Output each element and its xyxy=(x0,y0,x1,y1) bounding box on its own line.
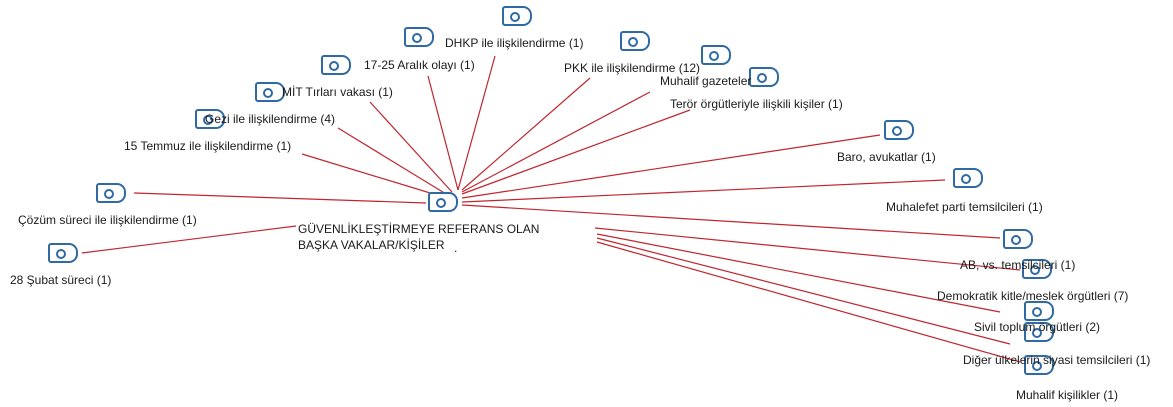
node-dhkp-label: DHKP ile ilişkilendirme (1) xyxy=(445,36,584,50)
link-cozum xyxy=(133,192,427,204)
link-gezi xyxy=(337,127,447,195)
node-ab-label: AB, vs. temsilcileri (1) xyxy=(960,258,1076,272)
link-baro xyxy=(461,134,881,199)
node-temmuz-icon[interactable] xyxy=(195,109,225,129)
node-pkk-label: PKK ile ilişkilendirme (12) xyxy=(564,61,701,75)
center-node-icon[interactable] xyxy=(428,192,458,212)
node-demokratik-label: Demokratik kitle/meslek örgütleri (7) xyxy=(937,289,1129,303)
link-teror xyxy=(461,109,691,195)
node-muhalif-gazete-icon[interactable] xyxy=(701,45,731,65)
node-diger-label: Diğer ülkelerin siyasi temsilcileri (1) xyxy=(963,353,1151,367)
node-muhalefet-icon[interactable] xyxy=(953,168,983,188)
link-demokratik xyxy=(594,227,1021,271)
node-onyedi-icon[interactable] xyxy=(404,27,434,47)
node-subat-label: 28 Şubat süreci (1) xyxy=(10,273,112,287)
link-muhalif-kisi xyxy=(596,241,1021,363)
node-ab-icon[interactable] xyxy=(1003,229,1033,249)
link-subat xyxy=(81,225,297,254)
node-muhalefet-label: Muhalefet parti temsilcileri (1) xyxy=(886,200,1043,214)
link-mit xyxy=(369,101,453,193)
node-cozum-icon[interactable] xyxy=(96,183,126,203)
node-sivil-label: Sivil toplum örgütleri (2) xyxy=(974,320,1101,334)
node-demokratik-icon[interactable] xyxy=(1022,259,1052,279)
link-dhkp xyxy=(457,55,496,191)
link-onyedi xyxy=(427,75,459,191)
link-muhalif-gazete xyxy=(461,91,651,193)
link-pkk xyxy=(461,77,591,191)
node-muhalif-gazete-label: Muhalif gazeteler xyxy=(660,74,752,88)
node-gezi-icon[interactable] xyxy=(255,82,285,102)
link-muhalefet xyxy=(461,179,946,203)
node-cozum-label: Çözüm süreci ile ilişkilendirme (1) xyxy=(18,213,197,227)
center-node-label: GÜVENLİKLEŞTİRMEYE REFERANS OLAN BAŞKA V… xyxy=(298,222,540,252)
node-pkk-icon[interactable] xyxy=(620,31,650,51)
node-dhkp-icon[interactable] xyxy=(502,6,532,26)
node-baro-label: Baro, avukatlar (1) xyxy=(837,150,936,164)
node-subat-icon[interactable] xyxy=(48,243,78,263)
node-temmuz-label: 15 Temmuz ile ilişkilendirme (1) xyxy=(124,139,292,153)
node-teror-label: Terör örgütleriyle ilişkili kişiler (1) xyxy=(670,97,843,111)
node-mit-icon[interactable] xyxy=(321,55,351,75)
node-baro-icon[interactable] xyxy=(884,120,914,140)
node-teror-icon[interactable] xyxy=(749,67,779,87)
node-muhalif-kisi-icon[interactable] xyxy=(1024,355,1054,375)
node-diger-icon[interactable] xyxy=(1024,322,1054,342)
node-muhalif-kisi-label: Muhalif kişilikler (1) xyxy=(1016,388,1119,402)
node-onyedi-label: 17-25 Aralık olayı (1) xyxy=(364,58,475,72)
link-diger xyxy=(596,237,1011,345)
node-mit-label: MİT Tırları vakası (1) xyxy=(282,85,393,99)
center-node-mark: . xyxy=(454,241,458,255)
node-gezi-label: Gezi ile ilişkilendirme (4) xyxy=(205,112,336,126)
link-ab xyxy=(461,204,1001,239)
link-sivil xyxy=(596,233,1001,313)
node-sivil-icon[interactable] xyxy=(1024,301,1054,321)
link-temmuz xyxy=(301,153,441,197)
